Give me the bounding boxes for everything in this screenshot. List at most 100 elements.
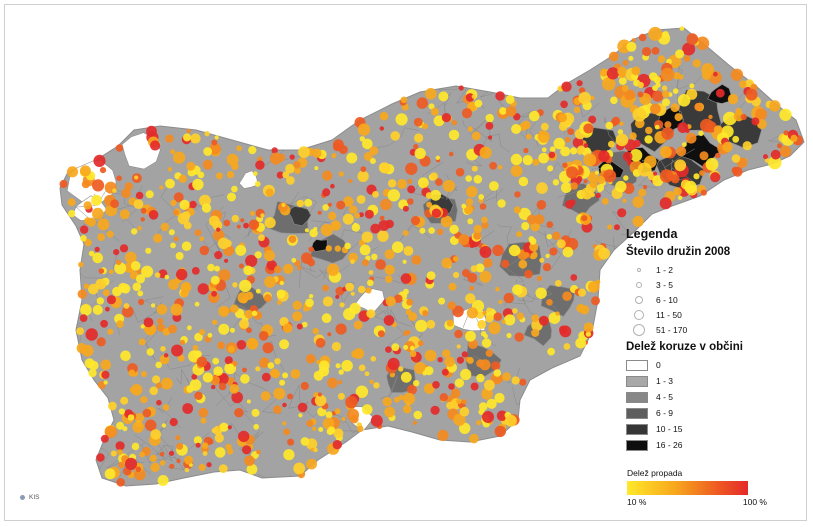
family-dot xyxy=(572,137,584,148)
family-dot xyxy=(632,215,644,227)
family-dot xyxy=(466,307,478,319)
family-dot xyxy=(246,463,258,475)
family-dot xyxy=(555,311,560,316)
family-dot xyxy=(481,388,493,400)
family-dot xyxy=(91,194,102,206)
family-dot xyxy=(489,181,499,191)
family-dot xyxy=(153,233,163,243)
family-dot xyxy=(524,269,533,279)
share-swatch xyxy=(626,359,648,371)
family-dot xyxy=(193,436,202,445)
family-dot xyxy=(570,182,578,190)
family-dot xyxy=(279,280,284,286)
family-dot xyxy=(107,328,114,335)
family-dot xyxy=(440,215,453,228)
family-dot xyxy=(157,475,169,486)
family-dot xyxy=(498,299,503,305)
family-dot xyxy=(150,303,156,308)
family-dot xyxy=(545,253,550,259)
family-dot xyxy=(486,398,497,409)
family-dot xyxy=(403,330,409,336)
family-dot xyxy=(745,88,758,101)
size-class-item: 51 - 170 xyxy=(626,322,806,337)
family-dot xyxy=(219,422,229,432)
family-dot xyxy=(325,411,333,419)
family-dot xyxy=(418,177,429,189)
family-dot xyxy=(415,319,428,332)
family-dot xyxy=(133,199,144,210)
family-dot xyxy=(488,135,493,140)
family-dot xyxy=(621,84,629,92)
family-dot xyxy=(165,134,174,143)
family-dot xyxy=(135,274,146,284)
family-dot xyxy=(298,146,310,159)
family-dot xyxy=(583,143,589,149)
family-dot xyxy=(169,463,175,469)
family-dot xyxy=(379,215,385,221)
family-dot xyxy=(290,369,301,379)
family-dot xyxy=(112,188,117,193)
family-dot xyxy=(448,282,457,291)
family-dot xyxy=(124,457,138,470)
family-dot xyxy=(304,198,313,207)
family-dot xyxy=(188,350,201,363)
family-dot xyxy=(721,125,734,138)
family-dot xyxy=(343,196,354,207)
municipality-boundary xyxy=(297,265,329,280)
family-dot xyxy=(120,396,129,405)
family-dot xyxy=(727,93,739,105)
family-dot xyxy=(279,379,286,386)
family-dot xyxy=(180,281,192,293)
family-dot xyxy=(608,140,615,148)
family-dot xyxy=(266,260,277,271)
family-dot xyxy=(349,302,361,315)
family-dot xyxy=(402,259,407,264)
family-dot xyxy=(176,458,181,464)
family-dot xyxy=(590,95,595,101)
family-dot xyxy=(659,169,674,183)
family-dot xyxy=(296,199,304,208)
family-dot xyxy=(575,337,587,349)
family-dot xyxy=(218,269,231,282)
family-dots xyxy=(59,26,803,487)
size-class-item: 1 - 2 xyxy=(626,262,806,277)
family-dot xyxy=(372,191,379,198)
family-dot xyxy=(362,259,369,267)
family-dot xyxy=(115,441,125,451)
family-dot xyxy=(253,423,260,430)
family-dot xyxy=(676,146,687,157)
family-dot xyxy=(657,55,666,63)
family-dot xyxy=(644,135,653,144)
family-dot xyxy=(685,132,697,144)
family-dot xyxy=(140,371,147,377)
family-dot xyxy=(384,249,395,260)
family-dot xyxy=(293,161,301,169)
family-dot xyxy=(483,334,489,339)
family-dot xyxy=(367,279,374,287)
family-dot xyxy=(437,357,443,363)
municipality-boundary xyxy=(498,101,535,119)
family-dot xyxy=(642,47,652,57)
family-dot xyxy=(298,413,303,418)
family-dot xyxy=(330,183,335,189)
family-dot xyxy=(384,406,395,418)
family-dot xyxy=(694,102,703,111)
municipality-boundary xyxy=(340,199,363,239)
family-dot xyxy=(248,338,258,348)
size-class-label: 11 - 50 xyxy=(656,309,682,320)
family-dot xyxy=(250,210,255,216)
family-dot xyxy=(522,155,533,166)
family-dot xyxy=(83,283,90,289)
family-dot xyxy=(214,135,219,140)
family-dot xyxy=(378,220,390,231)
family-dot xyxy=(114,262,127,275)
family-dot xyxy=(430,405,440,415)
family-dot xyxy=(150,429,161,440)
family-dot xyxy=(169,418,178,427)
family-dot xyxy=(271,147,278,154)
family-dot xyxy=(345,396,358,409)
family-dot xyxy=(373,382,380,389)
family-dot xyxy=(615,180,627,193)
family-dot xyxy=(369,146,379,156)
